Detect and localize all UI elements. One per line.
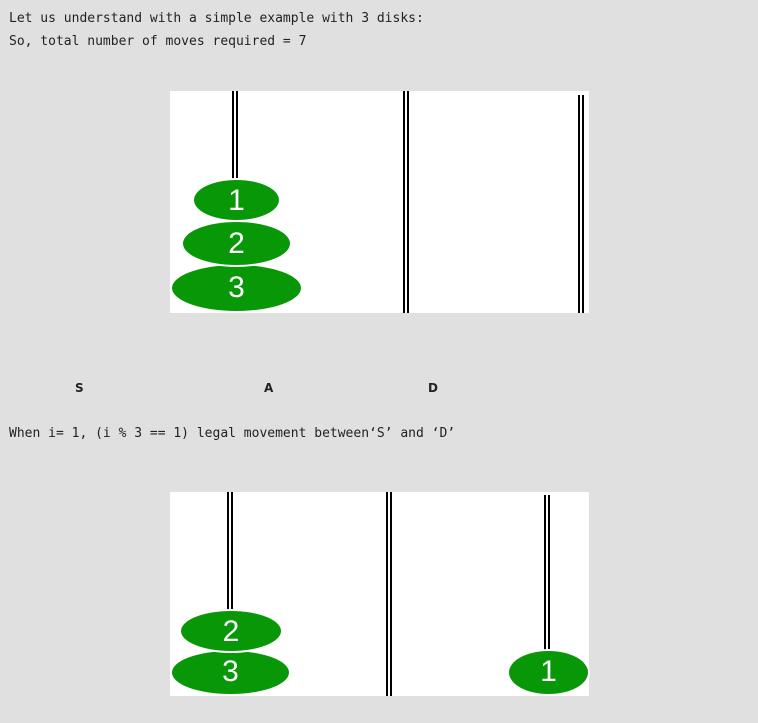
rod-destination [544,495,550,653]
hanoi-diagram-initial: 3 2 1 [170,91,589,313]
rod-auxiliary [386,492,392,696]
disk-label: 2 [228,227,245,260]
hanoi-diagram-step-1: 3 2 1 [170,492,590,696]
disk-label: 1 [540,655,557,688]
peg-label-destination: D [428,381,438,395]
disk-label: 3 [228,271,245,304]
disk-3: 3 [170,263,303,313]
intro-line-1: Let us understand with a simple example … [9,11,424,26]
disk-2: 2 [179,609,283,653]
disk-1: 1 [507,649,590,696]
disk-3: 3 [170,649,291,696]
disk-label: 1 [228,184,245,217]
disk-label: 2 [222,615,240,648]
disk-2: 2 [181,220,292,267]
disk-1: 1 [192,178,281,222]
peg-label-source: S [75,381,84,395]
intro-line-2: So, total number of moves required = 7 [9,34,307,49]
rod-source [227,492,233,614]
disk-label: 3 [222,655,239,688]
rod-auxiliary [403,91,409,313]
rod-destination [578,95,584,313]
peg-label-auxiliary: A [264,381,274,395]
step-1-text: When i= 1, (i % 3 == 1) legal movement b… [9,426,456,441]
rod-source [232,91,238,195]
